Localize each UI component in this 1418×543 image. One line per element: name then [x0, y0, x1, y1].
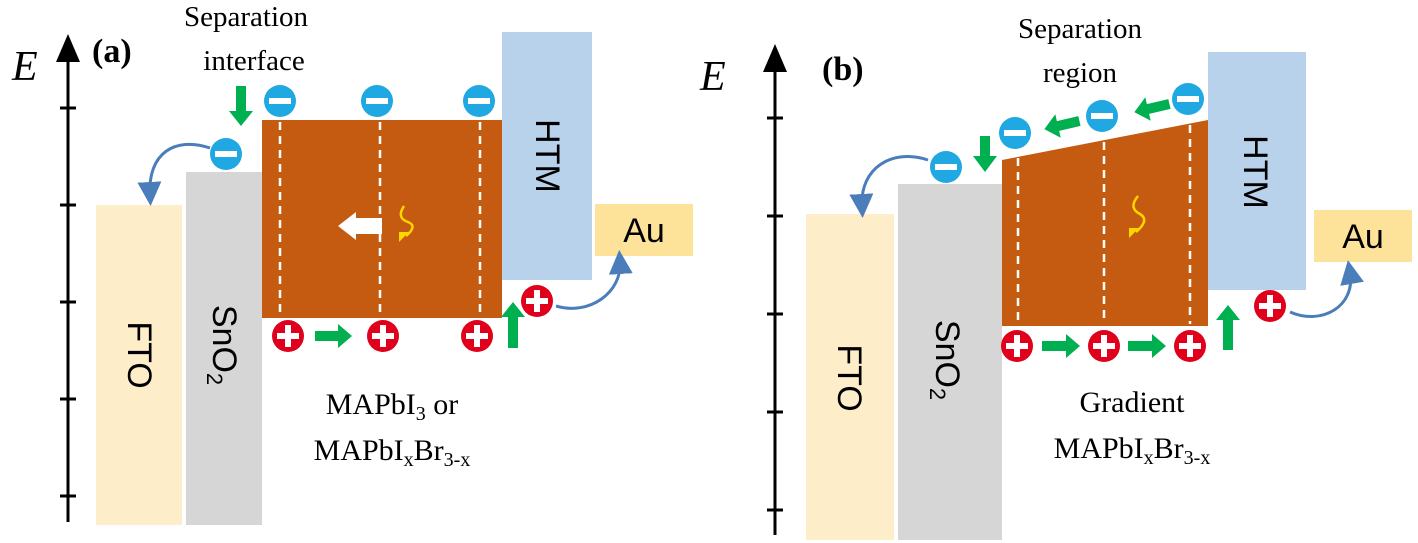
up-arrow-icon — [501, 302, 525, 348]
htm-layer-b — [1208, 52, 1306, 290]
separation-note-line1-b: Separation — [1018, 13, 1143, 45]
panel-tag-a: (a) — [92, 33, 132, 70]
panel-tag-b: (b) — [822, 51, 864, 88]
sno2-layer-a — [186, 172, 262, 525]
absorber-label-line2-a: MAPbIxBr3-x — [314, 434, 471, 471]
down-arrow-icon — [973, 136, 997, 172]
absorber-label-line1-a: MAPbI3 or — [326, 388, 459, 425]
hop-arrows-a — [137, 142, 633, 310]
electron-icon — [463, 85, 495, 117]
sno2-label-a: SnO2 — [202, 305, 243, 385]
panel-a: E (a) Separation interface FTO SnO2 HTM … — [11, 1, 693, 525]
au-label-a: Au — [623, 212, 665, 250]
left-arrow-icon — [1044, 114, 1081, 138]
hole-icon — [521, 285, 553, 317]
htm-label-b: HTM — [1236, 135, 1274, 209]
sno2-label-b: SnO2 — [925, 320, 966, 400]
right-arrow-icon — [1042, 334, 1080, 358]
electron-icon — [361, 85, 393, 117]
panel-b: E (b) Separation region FTO SnO2 HTM Au — [699, 13, 1412, 540]
down-arrow-icon — [229, 86, 253, 126]
hole-icon — [1174, 330, 1206, 362]
separation-note-line2-a: interface — [203, 45, 304, 77]
electron-icon — [1172, 83, 1204, 115]
photon-icon-b — [1129, 195, 1146, 238]
energy-axis-label-b: E — [699, 54, 726, 100]
hole-hop-arrow — [555, 250, 633, 310]
absorber-label-line2-b: MAPbIxBr3-x — [1054, 432, 1211, 469]
hole-icon — [1254, 290, 1286, 322]
energy-axis-label-a: E — [11, 44, 38, 90]
htm-layer-a — [502, 32, 592, 280]
hole-icon — [272, 320, 304, 352]
au-label-b: Au — [1342, 218, 1384, 256]
electron-icon — [210, 138, 242, 170]
hole-icon — [461, 320, 493, 352]
electron-icon — [1086, 100, 1118, 132]
hole-icon — [1001, 330, 1033, 362]
hole-icon — [1088, 330, 1120, 362]
fto-layer-a — [96, 205, 182, 525]
right-arrow-icon — [1128, 334, 1166, 358]
separation-note-line1-a: Separation — [184, 1, 309, 33]
transfer-arrows-b — [973, 97, 1240, 358]
hole-hop-arrow — [1289, 260, 1364, 318]
electron-hop-arrow — [849, 155, 929, 218]
separation-note-line2-b: region — [1043, 57, 1118, 89]
electron-hop-arrow — [137, 142, 211, 206]
electron-icon — [930, 151, 962, 183]
perovskite-layer-b — [1002, 120, 1208, 326]
au-layer-a — [595, 204, 693, 256]
hop-arrows-b — [849, 155, 1364, 318]
dashed-lines-b — [1016, 125, 1192, 324]
sno2-layer-b — [898, 184, 1002, 540]
energy-axis-a — [56, 34, 80, 522]
energy-axis-b — [763, 44, 787, 535]
right-arrow-icon — [315, 324, 352, 348]
hole-icon — [367, 320, 399, 352]
electron-icon — [264, 85, 296, 117]
photon-icon-a — [399, 205, 414, 242]
fto-layer-b — [806, 214, 894, 540]
up-arrow-icon — [1216, 305, 1240, 350]
fto-label-b: FTO — [830, 344, 868, 411]
left-arrow-icon — [1134, 97, 1171, 121]
electron-icon — [999, 117, 1031, 149]
htm-label-a: HTM — [528, 119, 566, 193]
au-layer-b — [1314, 210, 1412, 262]
field-arrow-a — [338, 212, 382, 240]
transfer-arrows-a — [229, 86, 525, 348]
fto-label-a: FTO — [120, 321, 158, 388]
dashed-lines-a — [278, 122, 482, 316]
absorber-label-line1-b: Gradient — [1080, 386, 1186, 419]
